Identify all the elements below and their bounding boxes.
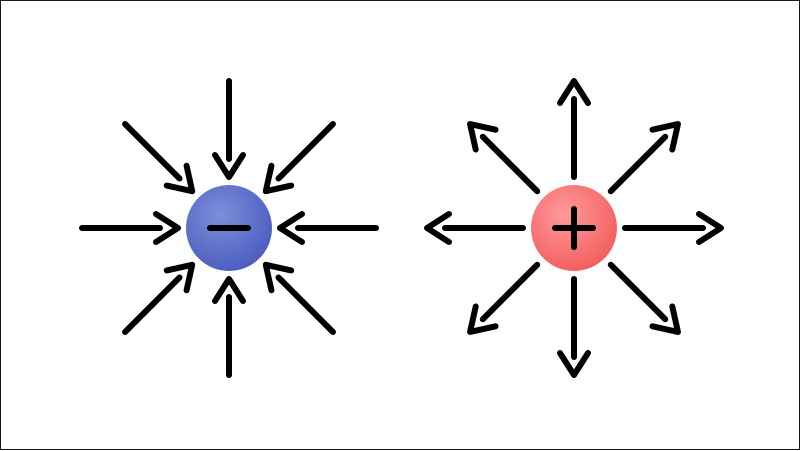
negative-field-arrow-west	[79, 211, 181, 245]
positive-field-arrow-west	[424, 211, 526, 245]
positive-field-arrow-south	[557, 276, 591, 378]
positive-field-arrow-south-west	[467, 261, 541, 335]
negative-field-arrow-north-west	[122, 121, 196, 195]
positive-field-arrow-north-west	[467, 121, 541, 195]
positive-charge-group	[424, 78, 724, 378]
positive-field-arrow-south-east	[607, 261, 681, 335]
negative-field-arrow-north-east	[262, 121, 336, 195]
plus-sign-icon	[552, 206, 596, 250]
negative-field-arrow-south	[212, 276, 246, 378]
negative-charge-group	[79, 78, 379, 378]
negative-field-arrow-east	[277, 211, 379, 245]
negative-field-arrow-south-west	[122, 261, 196, 335]
positive-field-arrow-north-east	[607, 121, 681, 195]
positive-field-arrow-north	[557, 78, 591, 180]
negative-field-arrow-south-east	[262, 261, 336, 335]
negative-field-arrow-north	[212, 78, 246, 180]
positive-field-arrow-east	[622, 211, 724, 245]
